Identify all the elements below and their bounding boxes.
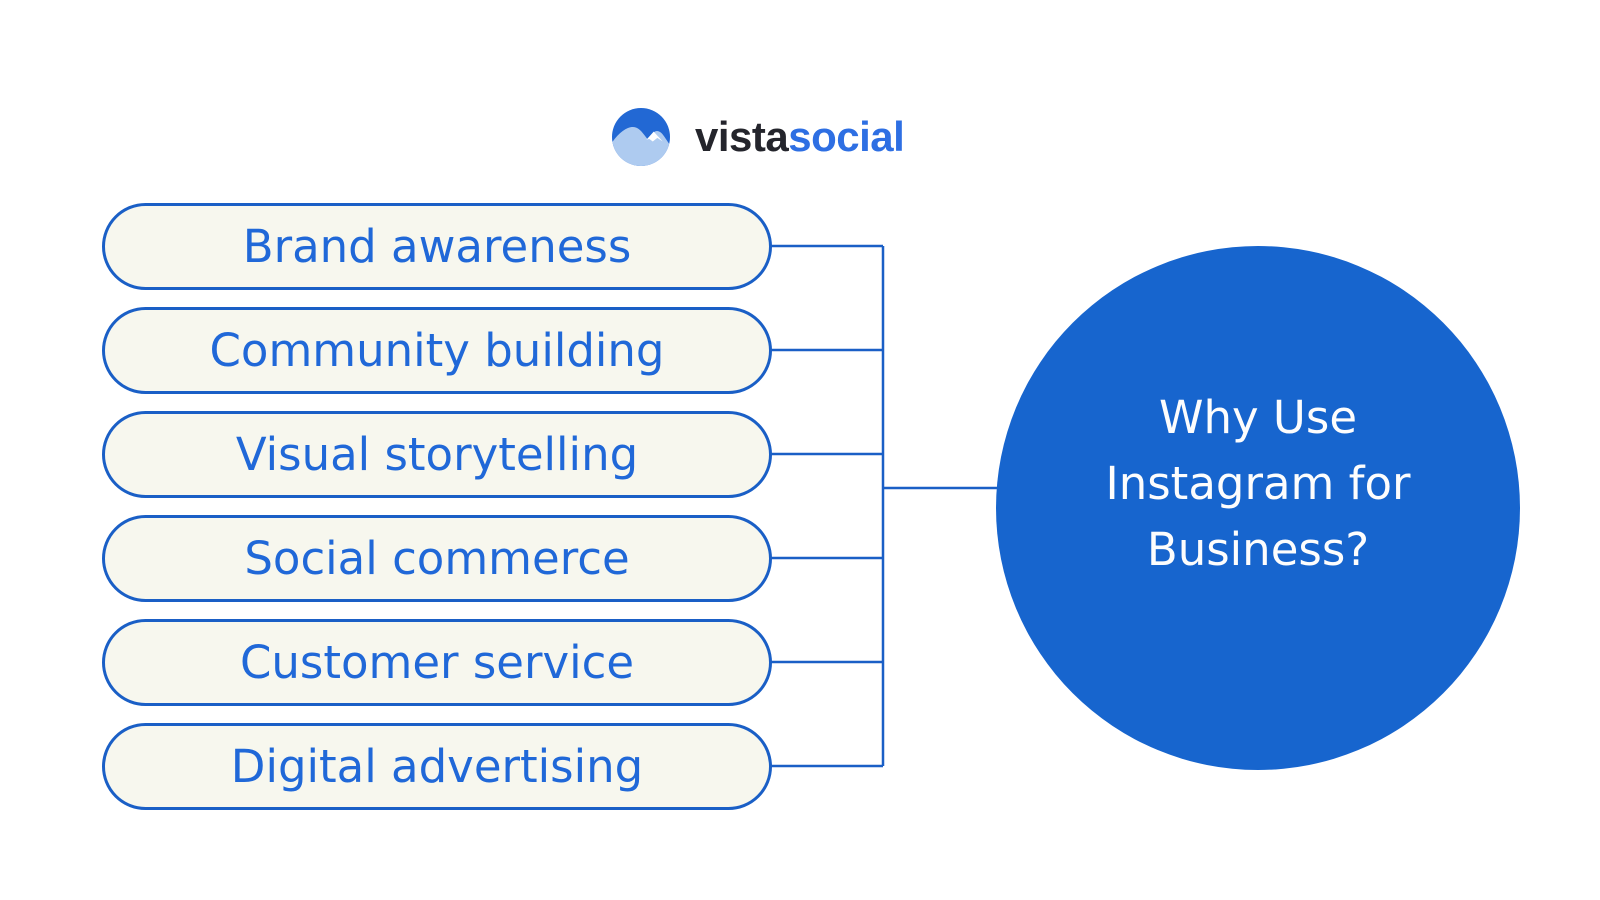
- pill-label: Visual storytelling: [235, 428, 639, 481]
- brand-wordmark-vista: vista: [695, 113, 789, 160]
- pill-label: Community building: [209, 324, 665, 377]
- pill-label: Digital advertising: [230, 740, 644, 793]
- pill-label: Brand awareness: [242, 220, 632, 273]
- pill-brand-awareness: Brand awareness: [102, 203, 772, 290]
- pill-visual-storytelling: Visual storytelling: [102, 411, 772, 498]
- pill-customer-service: Customer service: [102, 619, 772, 706]
- pill-community-building: Community building: [102, 307, 772, 394]
- central-topic-circle: Why Use Instagram for Business?: [996, 246, 1520, 770]
- title-line-3: Business?: [1146, 523, 1370, 576]
- title-line-2: Instagram for: [1105, 457, 1411, 510]
- central-topic-title: Why Use Instagram for Business?: [1105, 385, 1410, 583]
- pill-digital-advertising: Digital advertising: [102, 723, 772, 810]
- title-line-1: Why Use: [1158, 391, 1358, 444]
- brand-wordmark-social: social: [788, 113, 905, 160]
- brand-wordmark: vistasocial: [695, 113, 905, 160]
- pill-social-commerce: Social commerce: [102, 515, 772, 602]
- mountain-circle-icon: [612, 108, 670, 166]
- pill-label: Social commerce: [244, 532, 630, 585]
- pill-label: Customer service: [239, 636, 635, 689]
- vistasocial-logo: vistasocial: [612, 106, 905, 168]
